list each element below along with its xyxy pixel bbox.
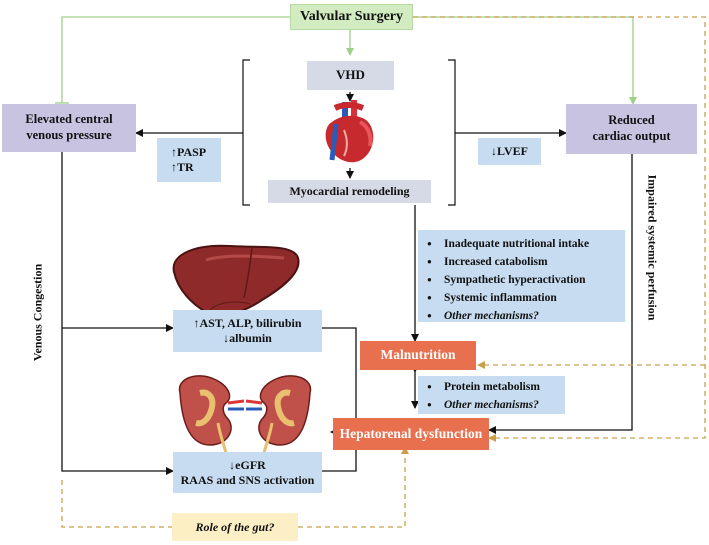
pasp-label: ↑PASP <box>171 145 207 159</box>
main-arrows <box>61 92 633 475</box>
liver-labs-line2: ↓albumin <box>223 331 272 345</box>
reduced-co-line1: Reduced <box>608 113 655 128</box>
malnutrition-label: Malnutrition <box>380 347 456 363</box>
kidney-labs-line1: ↓eGFR <box>229 457 266 472</box>
mechanism-item: Sympathetic hyperactivation <box>427 271 617 289</box>
mechanism-item: Inadequate nutritional intake <box>427 235 617 253</box>
vhd-box: VHD <box>307 61 394 90</box>
mechanism-item: Other mechanisms? <box>427 307 617 325</box>
reduced-co-line2: cardiac output <box>592 129 671 143</box>
tr-label: ↑TR <box>171 160 194 174</box>
valvular-surgery-label: Valvular Surgery <box>299 9 404 25</box>
myocardial-remodeling-box: Myocardial remodeling <box>268 180 431 203</box>
protein-mechanism-item: Other mechanisms? <box>427 396 557 414</box>
gut-dashed-connectors <box>61 16 706 528</box>
liver-labs-box: ↑AST, ALP, bilirubin ↓albumin <box>173 310 322 352</box>
reduced-cardiac-output-box: Reduced cardiac output <box>566 104 697 154</box>
kidney-labs-box: ↓eGFR RAAS and SNS activation <box>173 452 322 493</box>
elevated-cvp-line2: venous pressure <box>26 128 112 142</box>
valvular-surgery-box: Valvular Surgery <box>290 4 413 30</box>
kidneys-icon <box>178 375 312 453</box>
role-of-gut-box: Role of the gut? <box>172 513 298 541</box>
heart-icon <box>325 100 374 163</box>
malnutrition-mechanisms-list: Inadequate nutritional intakeIncreased c… <box>418 230 625 325</box>
elevated-cvp-line1: Elevated central <box>25 112 113 127</box>
malnutrition-box: Malnutrition <box>360 341 476 370</box>
vhd-label: VHD <box>336 67 365 83</box>
lvef-label: ↓LVEF <box>491 144 528 158</box>
hepatorenal-dysfunction-box: Hepatorenal dysfunction <box>333 418 489 450</box>
impaired-perfusion-text: Impaired systemic perfusion <box>645 174 660 321</box>
lvef-box: ↓LVEF <box>478 138 541 165</box>
kidney-labs-line2: RAAS and SNS activation <box>180 472 315 487</box>
liver-labs-line1: ↑AST, ALP, bilirubin <box>193 316 302 330</box>
mechanism-item: Systemic inflammation <box>427 289 617 307</box>
role-of-gut-label: Role of the gut? <box>195 519 275 534</box>
elevated-cvp-box: Elevated central venous pressure <box>2 104 136 152</box>
mechanism-item: Increased catabolism <box>427 253 617 271</box>
pasp-tr-box: ↑PASP ↑TR <box>157 138 221 182</box>
hepatorenal-label: Hepatorenal dysfunction <box>339 425 483 441</box>
venous-congestion-text: Venous Congestion <box>30 263 45 362</box>
myocardial-remodeling-label: Myocardial remodeling <box>289 184 410 198</box>
protein-mechanisms-list: Protein metabolismOther mechanisms? <box>418 376 565 414</box>
protein-mechanism-item: Protein metabolism <box>427 378 557 396</box>
